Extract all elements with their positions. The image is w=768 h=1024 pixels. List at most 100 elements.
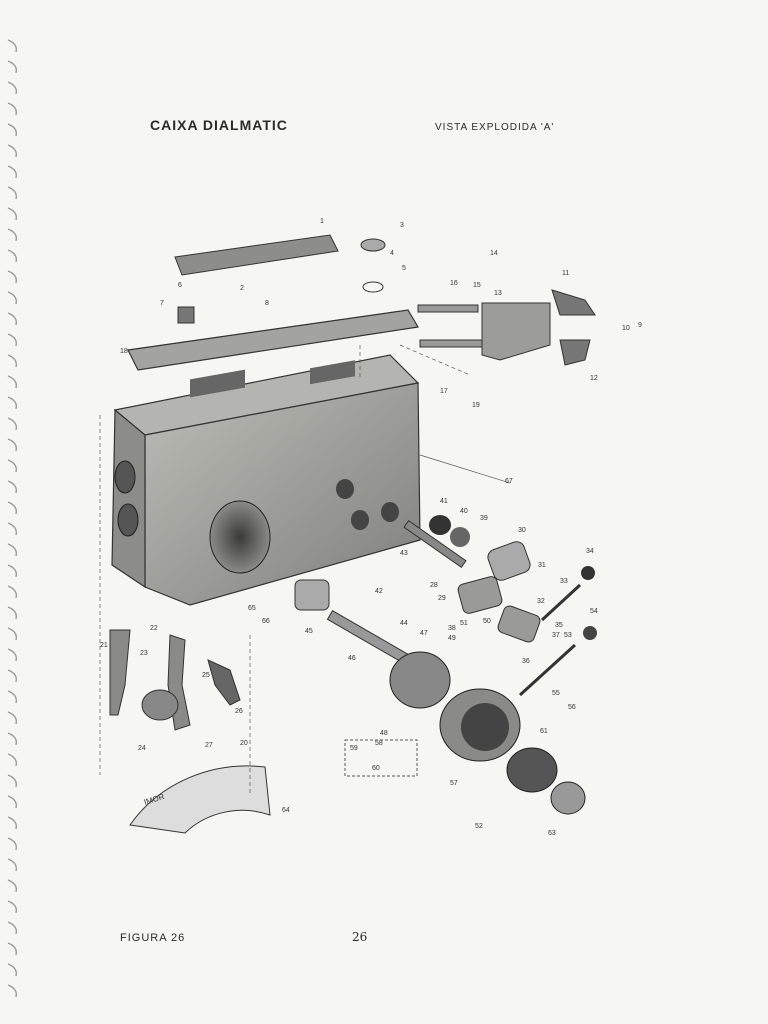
drum-45 (294, 579, 330, 611)
callout-number: 26 (235, 708, 243, 715)
callout-number: 25 (202, 672, 210, 679)
o-ring (362, 281, 384, 293)
callout-number: 55 (552, 690, 560, 697)
binding-ring (7, 669, 18, 683)
callout-number: 30 (518, 527, 526, 534)
selector-24 (141, 689, 179, 721)
binding-ring (7, 711, 18, 725)
binding-ring (7, 564, 18, 578)
callout-number: 17 (440, 388, 448, 395)
callout-number: 8 (265, 300, 269, 307)
shift-fork-upper (551, 289, 596, 316)
binding-ring (7, 312, 18, 326)
callout-number: 38 (448, 625, 456, 632)
callout-number: 12 (590, 375, 598, 382)
binding-ring (7, 144, 18, 158)
binding-ring (7, 753, 18, 767)
binding-ring (7, 774, 18, 788)
lever-21 (109, 629, 131, 716)
callout-number: 28 (430, 582, 438, 589)
callout-number: 54 (590, 608, 598, 615)
page-number: 26 (352, 930, 368, 944)
callout-number: 60 (372, 765, 380, 772)
callout-number: 32 (537, 598, 545, 605)
callout-number: 47 (420, 630, 428, 637)
binding-ring (7, 207, 18, 221)
small-bore-3 (381, 502, 399, 522)
binding-ring (7, 900, 18, 914)
shift-rod-upper (417, 304, 479, 313)
callout-number: 33 (560, 578, 568, 585)
rod-53 (518, 643, 577, 697)
binding-ring (7, 81, 18, 95)
leader-67 (419, 454, 511, 484)
binding-ring (7, 942, 18, 956)
binding-ring (7, 606, 18, 620)
knob-54 (583, 626, 597, 640)
callout-number: 15 (473, 282, 481, 289)
spiral-binding (7, 39, 18, 998)
callout-number: 57 (450, 780, 458, 787)
callout-number: 34 (586, 548, 594, 555)
sleeve-30 (487, 541, 531, 581)
binding-ring (7, 816, 18, 830)
small-bore-1 (336, 479, 354, 499)
callout-number: 2 (240, 285, 244, 292)
callout-number: 41 (440, 498, 448, 505)
binding-ring (7, 501, 18, 515)
callout-number: 22 (150, 625, 158, 632)
callout-number: 50 (483, 618, 491, 625)
callout-number: 66 (262, 618, 270, 625)
binding-ring (7, 879, 18, 893)
oil-cap (360, 238, 386, 252)
binding-ring (7, 921, 18, 935)
callout-number: 13 (494, 290, 502, 297)
shift-fork-lower (559, 339, 591, 366)
callout-number: 43 (400, 550, 408, 557)
callout-number: 56 (568, 704, 576, 711)
callout-number: 27 (205, 742, 213, 749)
binding-ring (7, 459, 18, 473)
small-bore-2 (351, 510, 369, 530)
callout-number: 37 (552, 632, 560, 639)
callout-number: 31 (538, 562, 546, 569)
top-cover (127, 309, 419, 371)
shift-rod-lower (419, 339, 483, 348)
leader-lines (99, 344, 471, 795)
callout-number: 45 (305, 628, 313, 635)
knob-34 (581, 566, 595, 580)
sleeve-29 (457, 576, 503, 614)
callout-number: 49 (448, 635, 456, 642)
callout-number: 39 (480, 515, 488, 522)
callout-number: 61 (540, 728, 548, 735)
sleeve-32 (497, 605, 541, 643)
callout-number: 67 (505, 478, 513, 485)
callout-number: 52 (475, 823, 483, 830)
side-bore-2 (117, 503, 139, 537)
dial-plate (129, 765, 271, 834)
document-title: CAIXA DIALMATIC (150, 117, 288, 133)
top-window-2 (310, 360, 355, 385)
callout-number: 7 (160, 300, 164, 307)
callout-number: 10 (622, 325, 630, 332)
disc-63 (550, 781, 586, 815)
name-plate (174, 234, 339, 276)
binding-ring (7, 438, 18, 452)
binding-ring (7, 480, 18, 494)
callout-number: 65 (248, 605, 256, 612)
front-bore (209, 500, 271, 574)
binding-ring (7, 123, 18, 137)
callout-number: 58 (375, 740, 383, 747)
cam-25 (207, 659, 241, 706)
binding-ring (7, 795, 18, 809)
callout-number: 3 (400, 222, 404, 229)
binding-ring (7, 39, 18, 53)
binding-ring (7, 963, 18, 977)
callout-number: 48 (380, 730, 388, 737)
callout-number: 9 (638, 322, 642, 329)
binding-ring (7, 417, 18, 431)
binding-ring (7, 648, 18, 662)
callout-number: 18 (120, 348, 128, 355)
